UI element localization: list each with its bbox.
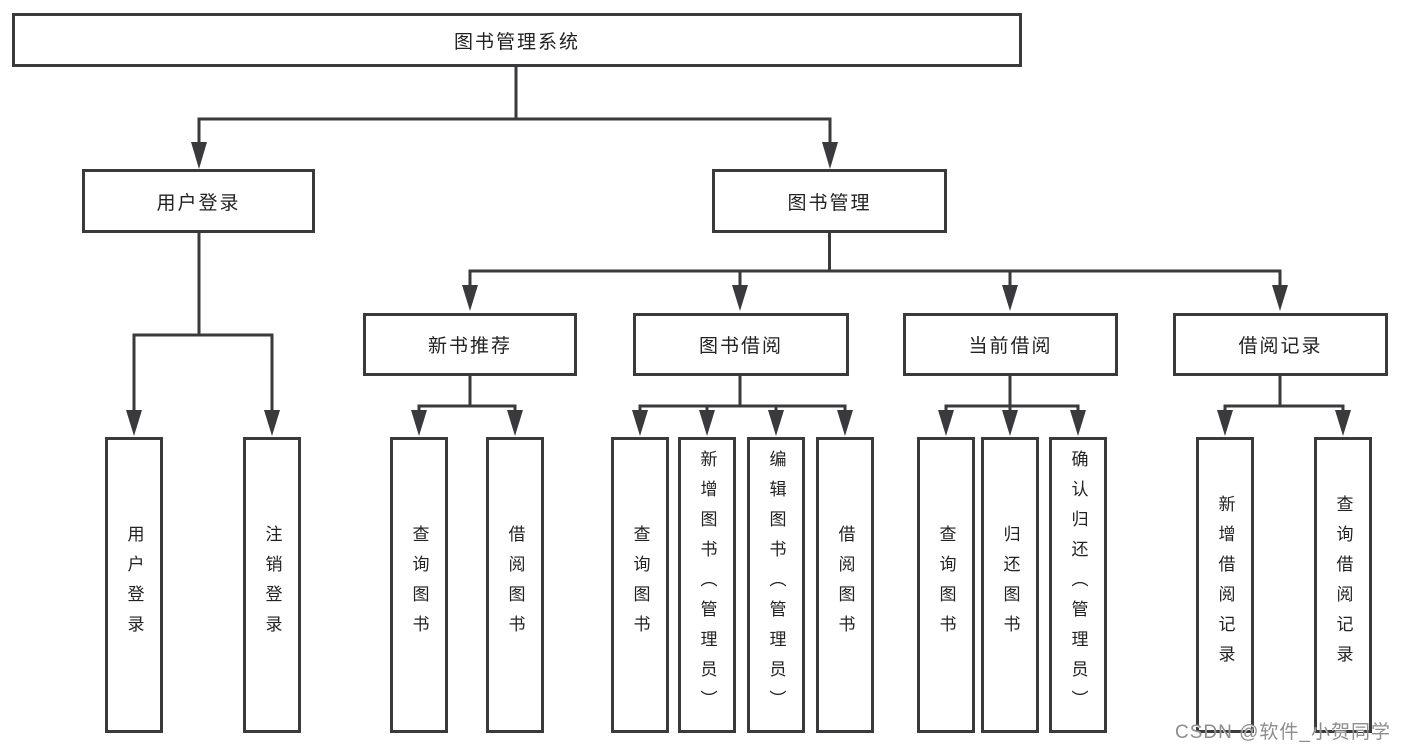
leaf-query-books-borrow: 查询图书 [611,437,669,733]
leaf-query-books-recommend: 查询图书 [390,437,448,733]
leaf-user-login: 用户登录 [105,437,163,733]
node-book-management: 图书管理 [712,169,947,233]
leaf-edit-books-admin: 编辑图书（管理员） [747,437,805,733]
leaf-logout: 注销登录 [243,437,301,733]
node-borrow-record: 借阅记录 [1173,313,1388,376]
leaf-confirm-return-admin: 确认归还（管理员） [1049,437,1107,733]
arrowheads [126,142,1351,436]
leaf-query-books-current: 查询图书 [917,437,975,733]
leaf-return-books: 归还图书 [981,437,1039,733]
leaf-borrow-books: 借阅图书 [816,437,874,733]
node-library-management-system: 图书管理系统 [12,13,1022,67]
leaf-add-books-admin: 新增图书（管理员） [678,437,736,733]
node-book-borrow: 图书借阅 [633,313,849,376]
csdn-watermark: CSDN @软件_小贺同学 [1175,722,1391,743]
node-current-borrow: 当前借阅 [903,313,1118,376]
node-user-login: 用户登录 [82,169,315,233]
leaf-borrow-books-recommend: 借阅图书 [486,437,544,733]
node-new-book-recommend: 新书推荐 [363,313,577,376]
leaf-add-borrow-record: 新增借阅记录 [1196,437,1254,733]
leaf-query-borrow-record: 查询借阅记录 [1314,437,1372,733]
